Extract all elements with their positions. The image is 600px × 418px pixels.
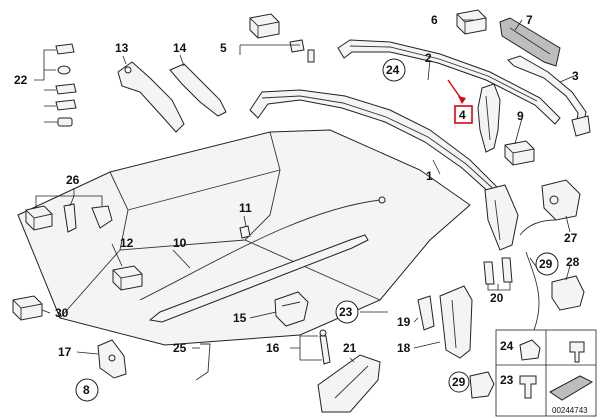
clip-19 bbox=[417, 295, 435, 331]
callout-5: 5 bbox=[220, 41, 227, 55]
package-part-30 bbox=[12, 295, 43, 321]
callout-12: 12 bbox=[120, 236, 134, 250]
hw-label-29: 29 bbox=[452, 375, 466, 389]
callout-30: 30 bbox=[55, 306, 69, 320]
link-arm bbox=[117, 61, 185, 133]
circled-callouts: 24 23 8 29 bbox=[75, 58, 559, 402]
package-part-top bbox=[249, 13, 280, 39]
package-part-12 bbox=[112, 265, 143, 291]
callout-13: 13 bbox=[115, 41, 129, 55]
callout-28: 28 bbox=[566, 255, 580, 269]
control-rod bbox=[148, 234, 369, 323]
clip-set-5 bbox=[289, 39, 315, 63]
side-rail bbox=[507, 55, 591, 137]
latch-bracket-28 bbox=[525, 251, 585, 331]
hw-label-23: 23 bbox=[500, 373, 514, 387]
pin-16 bbox=[319, 329, 331, 365]
callout-18: 18 bbox=[397, 341, 411, 355]
callout-26: 26 bbox=[66, 173, 80, 187]
hw-label-24: 24 bbox=[500, 339, 514, 353]
bracket-part-4 bbox=[477, 83, 501, 153]
bracket-set-26 bbox=[63, 203, 113, 233]
leader-lines bbox=[34, 19, 575, 363]
callout-25: 25 bbox=[173, 341, 187, 355]
callout-10: 10 bbox=[173, 236, 187, 250]
latch-motor bbox=[519, 179, 581, 236]
callout-24-circled: 24 bbox=[386, 63, 400, 77]
bowden-cable bbox=[139, 196, 386, 301]
hinge-plate bbox=[97, 339, 127, 379]
callout-21: 21 bbox=[343, 341, 357, 355]
callout-8-circled: 8 bbox=[83, 383, 90, 397]
catalog-number: 00244743 bbox=[552, 406, 588, 415]
hardware-panel-labels: 24 29 23 00244743 bbox=[448, 339, 588, 415]
package-part-6 bbox=[456, 9, 487, 35]
callout-7: 7 bbox=[526, 13, 533, 27]
callout-29-circled: 29 bbox=[539, 257, 553, 271]
callout-14: 14 bbox=[173, 41, 187, 55]
callout-19: 19 bbox=[397, 315, 411, 329]
callout-20: 20 bbox=[490, 291, 504, 305]
hardware-detail-panel bbox=[469, 329, 597, 417]
callout-16: 16 bbox=[266, 341, 280, 355]
callout-27: 27 bbox=[564, 231, 578, 245]
hardware-kit-22 bbox=[55, 43, 77, 127]
latch-bracket bbox=[274, 291, 309, 327]
highlighted-callout-4: 4 bbox=[454, 105, 473, 124]
callout-2: 2 bbox=[425, 51, 432, 65]
highlight-arrow bbox=[447, 79, 466, 104]
callout-4: 4 bbox=[459, 108, 466, 122]
callout-3: 3 bbox=[572, 69, 579, 83]
callout-15: 15 bbox=[233, 311, 247, 325]
side-bracket bbox=[439, 285, 473, 359]
lower-bracket bbox=[317, 354, 381, 413]
callout-11: 11 bbox=[239, 201, 252, 215]
package-part-9 bbox=[504, 140, 535, 166]
rod-25 bbox=[195, 343, 211, 381]
callout-23-circled: 23 bbox=[339, 305, 353, 319]
callout-6: 6 bbox=[431, 13, 438, 27]
callout-22: 22 bbox=[14, 73, 28, 87]
callout-9: 9 bbox=[517, 109, 524, 123]
package-part-26 bbox=[25, 205, 53, 231]
callout-17: 17 bbox=[58, 345, 72, 359]
bolts-20 bbox=[483, 257, 513, 285]
rear-frame-bow bbox=[337, 39, 561, 125]
main-frame-bow bbox=[249, 89, 519, 251]
callout-1: 1 bbox=[426, 169, 433, 183]
callout-labels: 1 2 3 5 6 7 9 10 11 12 13 14 15 16 17 18… bbox=[14, 13, 580, 359]
cover-trim bbox=[169, 63, 227, 117]
